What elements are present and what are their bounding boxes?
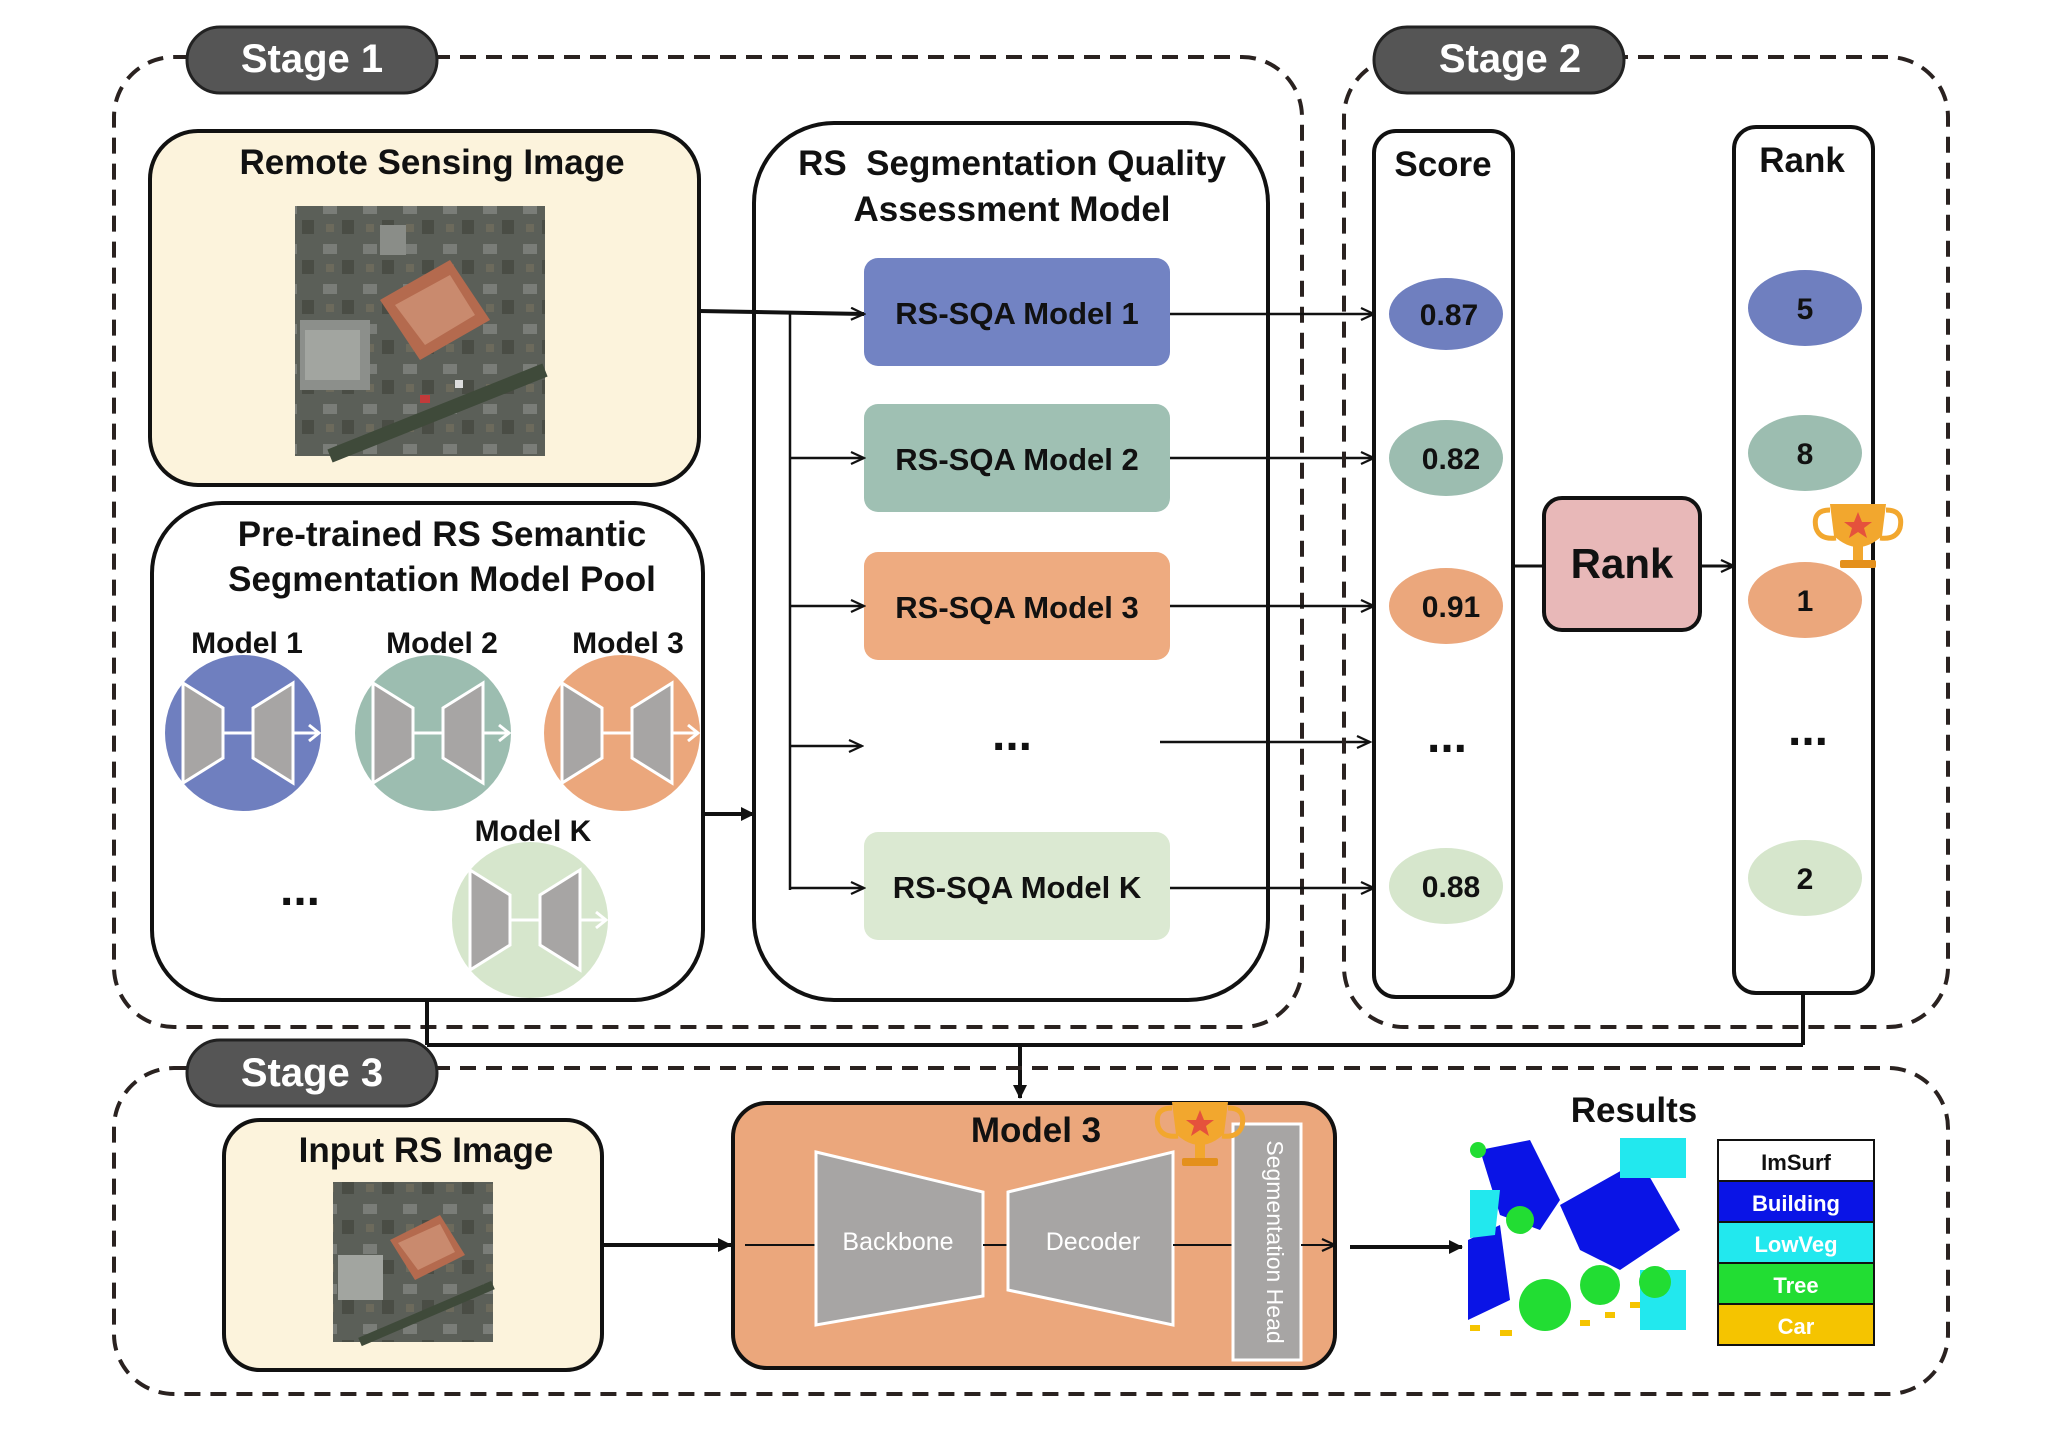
model-k-icon [452,842,609,998]
class-legend: ImSurf Building LowVeg Tree Car [1717,1139,1875,1346]
sqa-model-k-label: RS-SQA Model K [893,870,1142,905]
sqa-model-3-label: RS-SQA Model 3 [895,590,1138,625]
sqa-panel: RS Segmentation Quality Assessment Model… [752,121,1270,1002]
legend-label: ImSurf [1761,1150,1831,1175]
segmentation-head-label: Segmentation Head [1262,1140,1288,1343]
legend-item-tree: Tree [1717,1262,1875,1305]
input-image-title: Input RS Image [299,1131,554,1170]
backbone-label: Backbone [842,1228,953,1256]
input-aerial-photo [333,1182,495,1347]
score-item-3: 0.91 [1389,568,1503,644]
sqa-ellipsis: ... [992,708,1032,761]
legend-item-lowveg: LowVeg [1717,1221,1875,1264]
decoder-block: Decoder [1006,1150,1175,1327]
legend-label: Building [1752,1191,1840,1216]
rs-image-panel: Remote Sensing Image [148,129,701,487]
selected-model-title: Model 3 [971,1111,1101,1150]
model-2-label: Model 2 [386,627,498,660]
legend-item-building: Building [1717,1180,1875,1223]
stage3-region [112,1066,1950,1396]
sqa-model-k-box: RS-SQA Model K [864,832,1170,940]
score-value: 0.88 [1422,871,1480,904]
rank-value: 2 [1797,863,1814,896]
rank-item-1: 5 [1748,270,1862,346]
sqa-model-3-box: RS-SQA Model 3 [864,552,1170,660]
sqa-model-2-label: RS-SQA Model 2 [895,442,1138,477]
legend-item-imsurf: ImSurf [1717,1139,1875,1182]
stage3-trophy-icon [1154,1102,1246,1166]
legend-label: Tree [1773,1273,1818,1298]
score-column: Score 0.87 0.82 0.91 ... 0.88 [1372,129,1515,999]
trophy-icon [1812,504,1904,568]
rank-item-k: 2 [1748,840,1862,916]
model-1-icon [165,655,322,811]
rank-item-2: 8 [1748,415,1862,491]
rank-value: 5 [1797,293,1814,326]
stage1-label: Stage 1 [241,37,383,81]
model-3-label: Model 3 [572,627,684,660]
stage1-tag: Stage 1 [185,25,439,95]
legend-item-car: Car [1717,1303,1875,1346]
rank-operation: Rank [1513,496,1734,632]
model-pool-title-line2: Segmentation Model Pool [228,560,656,599]
stage1-connectors [698,311,1374,890]
sqa-model-2-box: RS-SQA Model 2 [864,404,1170,512]
sqa-model-1-box: RS-SQA Model 1 [864,258,1170,366]
segmentation-result-map [1468,1138,1686,1347]
stage2-tag: Stage 2 [1372,25,1626,95]
model-pool-title-line1: Pre-trained RS Semantic [238,515,646,554]
score-item-k: 0.88 [1389,848,1503,924]
sqa-title-line2: Assessment Model [853,190,1170,229]
selected-model-panel: Model 3 Backbone Decoder Segmentation He… [731,1101,1337,1370]
stage3-feed-connectors [425,993,1805,1099]
score-value: 0.91 [1422,591,1480,624]
segmentation-head-block: Segmentation Head [1231,1122,1303,1362]
rs-image-title: Remote Sensing Image [239,143,624,182]
score-title: Score [1394,145,1491,184]
stage3-tag: Stage 3 [185,1038,439,1108]
model-2-icon [355,655,512,811]
score-value: 0.82 [1422,443,1480,476]
legend-label: LowVeg [1754,1232,1837,1257]
input-image-panel: Input RS Image [222,1118,604,1372]
decoder-label: Decoder [1046,1228,1141,1256]
sqa-title-line1: RS Segmentation Quality [798,144,1226,183]
stage3-label: Stage 3 [241,1051,383,1095]
backbone-block: Backbone [814,1150,985,1327]
rank-ellipsis: ... [1788,703,1828,756]
aerial-photo [295,206,548,463]
rank-column: Rank 5 8 1 ... 2 [1732,125,1875,995]
sqa-model-1-label: RS-SQA Model 1 [895,296,1138,331]
score-item-2: 0.82 [1389,420,1503,496]
stage2-region [1342,55,1950,1029]
model-1-label: Model 1 [191,627,303,660]
score-ellipsis: ... [1427,710,1467,763]
model-3-icon [544,655,701,811]
results-title: Results [1571,1091,1697,1130]
rank-item-3: 1 [1748,562,1862,638]
rank-value: 1 [1797,585,1814,618]
rank-value: 8 [1797,438,1814,471]
stage1-region [112,55,1304,1029]
rank-operation-label: Rank [1571,540,1674,587]
legend-label: Car [1778,1314,1815,1339]
stage2-label: Stage 2 [1439,37,1581,81]
rank-title: Rank [1759,141,1845,180]
model-pool-panel: Pre-trained RS Semantic Segmentation Mod… [150,501,705,1002]
score-item-1: 0.87 [1389,278,1503,350]
model-pool-ellipsis: ... [280,863,320,916]
score-value: 0.87 [1420,299,1478,332]
